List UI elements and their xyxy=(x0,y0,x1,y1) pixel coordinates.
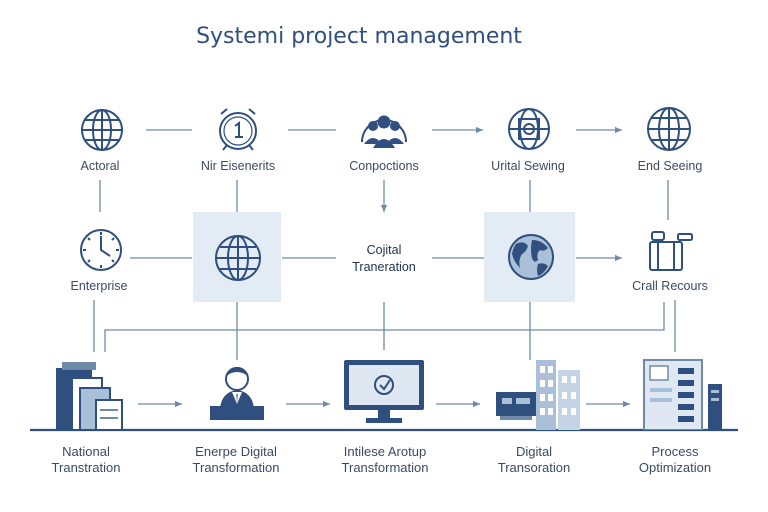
label-actoral: Actoral xyxy=(80,159,120,173)
monitor-icon xyxy=(344,360,424,423)
center-label-cojital-traneration: Cojital Traneration xyxy=(352,243,416,274)
world-map-globe-icon xyxy=(508,234,554,280)
devices-icon xyxy=(649,231,693,271)
label-nir-eisenerits: Nir Eisenerits xyxy=(200,159,276,173)
label-enterprise: Enterprise xyxy=(70,279,128,293)
globe-icon xyxy=(81,109,123,151)
label-intilese-arotup-transformation: Intilese Arotup Transformation xyxy=(341,444,429,475)
label-conpoctions: Conpoctions xyxy=(349,159,419,173)
globe-icon xyxy=(215,235,261,281)
clock-icon xyxy=(80,229,122,271)
businessman-icon xyxy=(210,367,264,420)
target-globe-icon xyxy=(508,108,550,150)
alarm-clock-icon xyxy=(219,108,257,151)
label-national-transtration: National Transtration xyxy=(51,444,121,475)
team-icon xyxy=(361,115,407,148)
label-end-seeing: End Seeing xyxy=(637,159,703,173)
label-crall-recours: Crall Recours xyxy=(632,279,708,293)
label-urital-sewing: Urital Sewing xyxy=(491,159,565,173)
document-stack-icon xyxy=(56,362,123,430)
city-buildings-icon xyxy=(496,360,580,430)
label-enerpe-digital-transformation: Enerpe Digital Transformation xyxy=(192,444,280,475)
label-process-optimization: Process Optimization xyxy=(638,444,712,475)
page-title: Systemi project management xyxy=(196,24,522,49)
label-digital-transoration: Digital Transoration xyxy=(497,444,571,475)
server-rack-icon xyxy=(643,359,722,430)
globe-icon xyxy=(647,107,691,151)
